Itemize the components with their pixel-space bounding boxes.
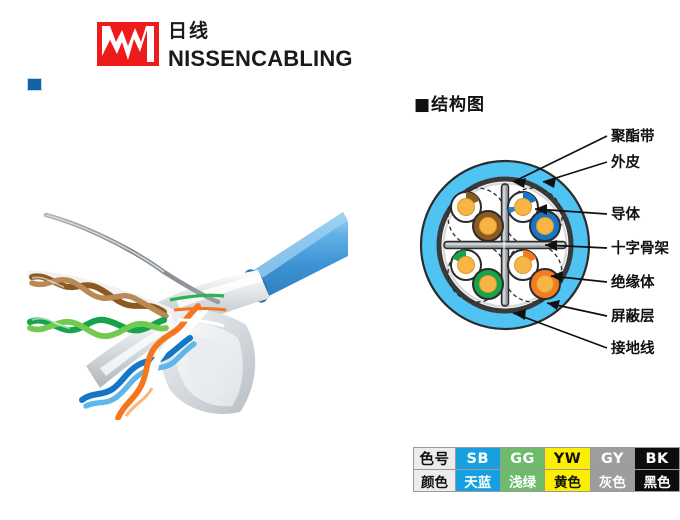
- brand-name-cn: 日线: [168, 20, 211, 42]
- label-mylar-tape: 聚酯带: [610, 128, 655, 145]
- pair-green: [450, 249, 504, 300]
- blue-square-bullet-icon: [27, 78, 42, 91]
- section-bullet-icon: ■: [414, 95, 432, 115]
- label-insulation: 绝缘体: [611, 273, 655, 291]
- brand-name-en: NISSENCABLING: [168, 46, 353, 71]
- leader-arrowheads: [513, 178, 563, 320]
- cell-code-bk: BK: [634, 447, 680, 470]
- brand-text: 日线 NISSENCABLING: [168, 22, 353, 70]
- cable-product-photo: [8, 150, 348, 420]
- cell-name-sb: 天蓝: [454, 469, 501, 492]
- cable-structure-diagram: 聚酯带 外皮 导体 十字骨架 绝缘体 屏蔽层 接地线: [395, 110, 680, 360]
- cell-name-gy: 灰色: [589, 469, 636, 492]
- cell-name-gg: 浅绿: [499, 469, 546, 492]
- label-jacket: 外皮: [611, 153, 640, 171]
- cell-code-gy: GY: [589, 447, 636, 470]
- color-code-table: 色号 SB GG YW GY BK 颜色 天蓝 浅绿 黄色 灰色 黑色: [413, 447, 680, 492]
- label-conductor: 导体: [611, 205, 640, 223]
- table-row-name: 颜色 天蓝 浅绿 黄色 灰色 黑色: [413, 469, 680, 492]
- section-title-text: 结构图: [431, 95, 486, 115]
- brand-logo: 日线 NISSENCABLING: [97, 22, 353, 70]
- label-cross-filler: 十字骨架: [611, 239, 669, 257]
- row-header-name: 颜色: [413, 469, 456, 492]
- cell-code-gg: GG: [499, 447, 546, 470]
- table-row-code: 色号 SB GG YW GY BK: [413, 447, 680, 470]
- label-shield: 屏蔽层: [611, 307, 655, 325]
- row-header-code: 色号: [413, 447, 456, 470]
- cross-filler-spline: [443, 183, 567, 307]
- section-title: ■结构图: [414, 90, 485, 115]
- nissen-zigzag-logo-icon: [97, 22, 159, 66]
- pair-blue: [507, 191, 561, 242]
- label-ground-wire: 接地线: [611, 339, 655, 357]
- cell-code-sb: SB: [454, 447, 501, 470]
- cell-name-yw: 黄色: [544, 469, 591, 492]
- pair-brown: [450, 191, 504, 242]
- cell-code-yw: YW: [544, 447, 591, 470]
- cell-name-bk: 黑色: [634, 469, 680, 492]
